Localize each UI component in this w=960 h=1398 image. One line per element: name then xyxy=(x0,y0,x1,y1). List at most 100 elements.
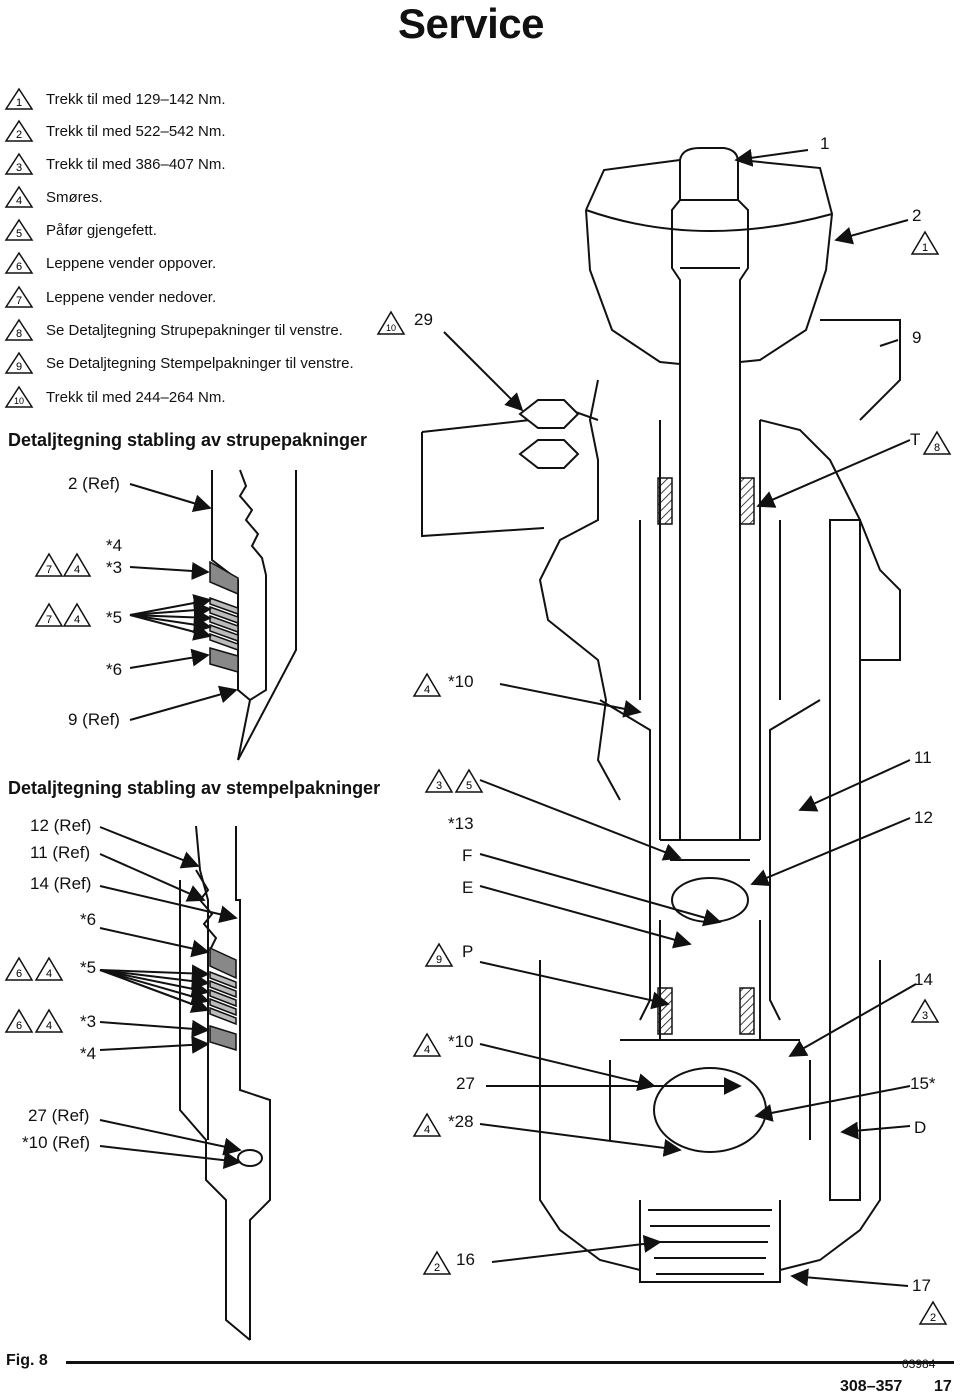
piston-symbol-b-number: 4 xyxy=(46,968,52,980)
callout-symbol-14-number: 3 xyxy=(922,1010,928,1022)
legend-number: 9 xyxy=(16,361,22,373)
callout-28: *28 xyxy=(448,1112,474,1131)
warning-triangle-icon: 2 xyxy=(4,119,34,142)
page-number: 17 xyxy=(934,1378,952,1395)
throat-label-6: *6 xyxy=(106,660,123,679)
callout-17: 17 xyxy=(912,1276,931,1295)
legend-item: 8 Se Detaljtegning Strupepakninger til ve… xyxy=(4,317,343,343)
legend-number: 2 xyxy=(16,129,22,141)
legend-text: Trekk til med 129–142 Nm. xyxy=(46,90,226,108)
callout-symbol-13a: 3 xyxy=(424,768,454,793)
callout-symbol-29-number: 10 xyxy=(386,323,396,333)
warning-triangle-icon: 8 xyxy=(4,318,34,341)
callout-symbol-P: 9 xyxy=(424,942,454,967)
callout-symbol-29: 10 xyxy=(376,310,406,335)
legend-text: Påfør gjengefett. xyxy=(46,221,157,239)
callout-14: 14 xyxy=(914,970,933,989)
piston-symbol-d: 4 xyxy=(34,1008,64,1033)
warning-triangle-icon: 6 xyxy=(4,251,34,274)
callout-symbol-T-number: 8 xyxy=(934,442,940,454)
legend-item: 10 Trekk til med 244–264 Nm. xyxy=(4,384,226,410)
piston-symbol-a-number: 6 xyxy=(16,968,22,980)
legend-number: 4 xyxy=(16,195,22,207)
callout-D: D xyxy=(914,1118,927,1137)
callout-29: 29 xyxy=(414,310,433,329)
callout-symbol-10: 4 xyxy=(412,672,442,697)
legend-number: 5 xyxy=(16,228,22,240)
throat-detail-leaders xyxy=(129,483,238,721)
pump-hatched-packings xyxy=(657,477,755,1035)
piston-symbol-b: 4 xyxy=(34,956,64,981)
warning-triangle-icon: 7 xyxy=(4,285,34,308)
throat-symbol-a: 7 xyxy=(34,552,64,577)
piston-symbol-a: 6 xyxy=(4,956,34,981)
legend-text: Smøres. xyxy=(46,188,103,206)
throat-label-2-ref: 2 (Ref) xyxy=(68,474,120,493)
callout-10b: *10 xyxy=(448,1032,474,1051)
piston-symbol-c-number: 6 xyxy=(16,1020,22,1032)
legend-number: 3 xyxy=(16,162,22,174)
callout-10: *10 xyxy=(448,672,474,691)
throat-label-5: *5 xyxy=(106,608,123,627)
legend-number: 6 xyxy=(16,261,22,273)
piston-label-11-ref: 11 (Ref) xyxy=(30,843,91,862)
callout-P: P xyxy=(462,942,474,961)
legend-number: 10 xyxy=(14,396,24,406)
callout-F: F xyxy=(462,846,473,865)
callout-12: 12 xyxy=(914,808,933,827)
piston-label-27-ref: 27 (Ref) xyxy=(28,1106,90,1125)
callout-symbol-2: 1 xyxy=(910,230,940,255)
callout-symbol-17-number: 2 xyxy=(930,1312,936,1324)
callout-E: E xyxy=(462,878,474,897)
throat-symbol-c: 7 xyxy=(34,602,64,627)
warning-triangle-icon: 10 xyxy=(4,385,34,408)
legend-text: Trekk til med 386–407 Nm. xyxy=(46,155,226,173)
piston-label-6: *6 xyxy=(80,910,97,929)
legend-item: 5 Påfør gjengefett. xyxy=(4,217,157,243)
footer-rule xyxy=(66,1361,954,1364)
callout-symbol-28-number: 4 xyxy=(424,1124,430,1136)
throat-symbol-d-number: 4 xyxy=(74,614,80,626)
callout-symbol-17: 2 xyxy=(918,1300,948,1325)
callout-symbol-14: 3 xyxy=(910,998,940,1023)
legend-number: 7 xyxy=(16,295,22,307)
callout-symbol-10-number: 4 xyxy=(424,684,430,696)
throat-packing-stack xyxy=(209,560,239,673)
warning-triangle-icon: 1 xyxy=(4,87,34,110)
callout-symbol-28: 4 xyxy=(412,1112,442,1137)
legend-text: Leppene vender oppover. xyxy=(46,254,217,272)
throat-symbol-b: 4 xyxy=(62,552,92,577)
callout-symbol-2-number: 1 xyxy=(922,242,928,254)
callout-1: 1 xyxy=(820,134,830,153)
throat-symbol-b-number: 4 xyxy=(74,564,80,576)
callout-16: 16 xyxy=(456,1250,475,1269)
legend-text: Trekk til med 522–542 Nm. xyxy=(46,122,226,140)
piston-detail-leaders xyxy=(99,826,242,1170)
legend-number: 1 xyxy=(16,97,22,109)
piston-detail-drawing xyxy=(179,825,271,1341)
document-number: 308–357 xyxy=(840,1378,903,1395)
piston-label-3: *3 xyxy=(80,1012,97,1031)
callout-symbol-16-number: 2 xyxy=(434,1262,440,1274)
legend-item: 9 Se Detaljtegning Stempelpakninger til v… xyxy=(4,350,354,376)
warning-triangle-icon: 4 xyxy=(4,185,34,208)
throat-symbol-c-number: 7 xyxy=(46,614,52,626)
legend-text: Leppene vender nedover. xyxy=(46,288,217,306)
pump-callout-leaders xyxy=(443,148,917,1287)
piston-label-14-ref: 14 (Ref) xyxy=(30,874,92,893)
drawing-number: 03984 xyxy=(902,1357,936,1371)
callout-symbol-T: 8 xyxy=(922,430,952,455)
legend-text: Trekk til med 244–264 Nm. xyxy=(46,388,226,406)
piston-label-5: *5 xyxy=(80,958,97,977)
throat-detail-drawing xyxy=(209,469,297,761)
pump-assembly-drawing xyxy=(421,147,901,1283)
legend-text: Se Detaljtegning Stempelpakninger til ve… xyxy=(46,354,354,372)
piston-label-10-ref: *10 (Ref) xyxy=(22,1133,91,1152)
legend-item: 2 Trekk til med 522–542 Nm. xyxy=(4,118,226,144)
callout-27: 27 xyxy=(456,1074,475,1093)
warning-triangle-icon: 3 xyxy=(4,152,34,175)
legend-text: Se Detaljtegning Strupepakninger til ven… xyxy=(46,321,343,339)
warning-triangle-icon: 5 xyxy=(4,218,34,241)
callout-symbol-P-number: 9 xyxy=(436,954,442,966)
